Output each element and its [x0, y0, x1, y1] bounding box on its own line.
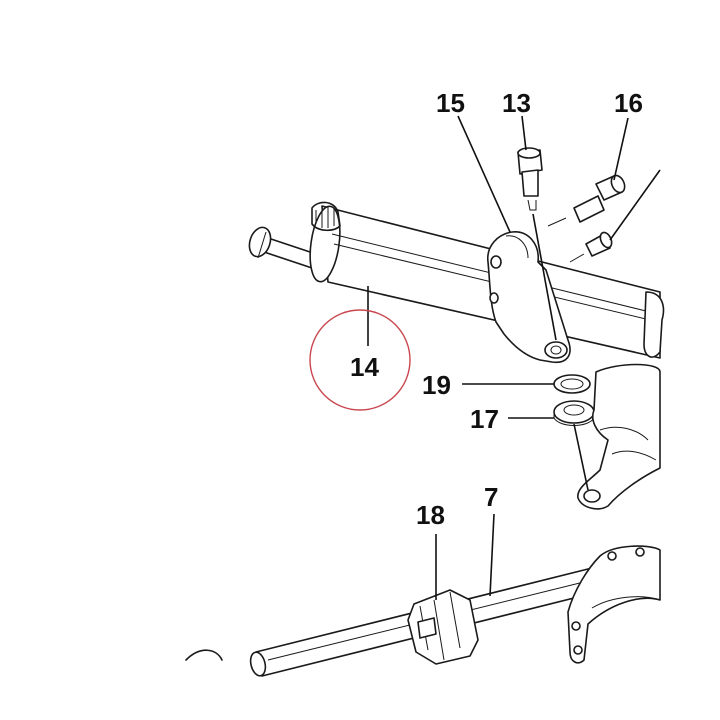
washer-17	[553, 400, 595, 426]
callout-14[interactable]: 14	[350, 352, 379, 382]
leader-16	[613, 117, 629, 181]
washer-19	[553, 374, 591, 394]
leader-16b	[609, 169, 661, 241]
highlight-circle	[309, 309, 411, 411]
frame-bracket	[573, 363, 661, 510]
leader-15	[457, 115, 511, 233]
handlebar-tube	[185, 565, 607, 677]
callout-15: 15	[436, 88, 465, 118]
callout-17: 17	[470, 404, 499, 434]
bolt-16	[547, 174, 626, 263]
mounting-bracket	[487, 231, 571, 364]
callout-13: 13	[502, 88, 531, 118]
leader-13	[521, 115, 527, 151]
top-clamp	[567, 545, 661, 664]
callout-19: 19	[422, 370, 451, 400]
bolt-13	[517, 147, 557, 341]
callout-16: 16	[614, 88, 643, 118]
leader-7	[489, 513, 495, 597]
damper-cylinder	[309, 201, 665, 359]
callout-18: 18	[416, 500, 445, 530]
clamp-18	[407, 589, 479, 665]
callout-7: 7	[484, 482, 498, 512]
